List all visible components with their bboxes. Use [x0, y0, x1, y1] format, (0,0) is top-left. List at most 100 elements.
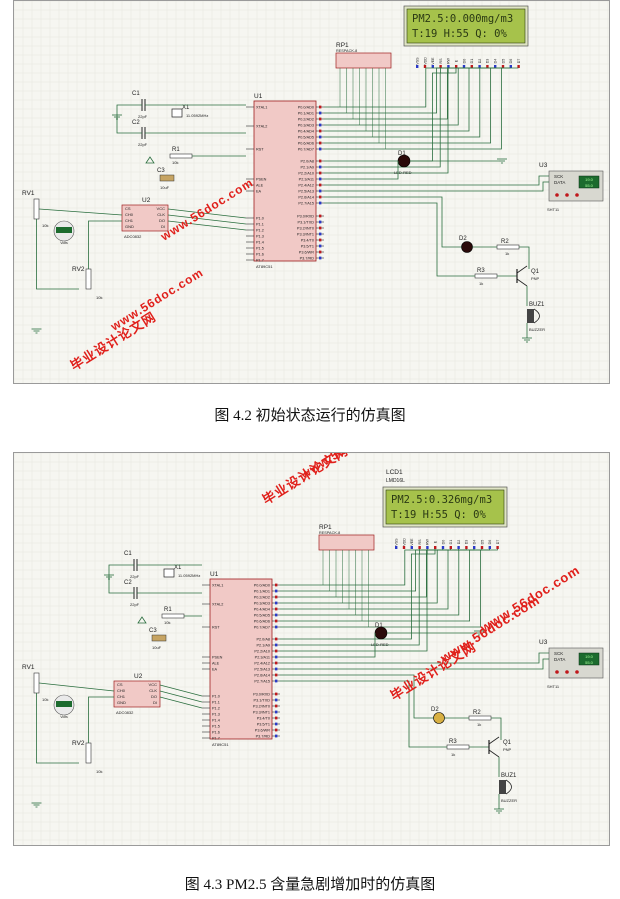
pin-state-marker [319, 159, 322, 163]
u1-port-pin-label: P2.1/A9 [256, 644, 270, 648]
u1-p1-pin-label: P1.2 [212, 707, 220, 711]
pin-state-marker [319, 105, 322, 109]
pin-state-marker [275, 637, 278, 641]
u1-p1-pin-label: P1.2 [256, 229, 264, 233]
lcd-pin-label: VDD [423, 57, 427, 65]
u1-p1-pin-label: P1.0 [256, 217, 264, 221]
lcd-line-2: T:19 H:55 Q: 0% [412, 28, 508, 40]
rv2-value: 10k [96, 769, 102, 774]
capacitor-c3 [159, 174, 175, 182]
data-bus-wire [280, 549, 444, 586]
lcd-pin-label: D3 [486, 59, 490, 64]
led-icon [433, 712, 445, 724]
adc-wire [167, 214, 247, 225]
lcd-pin-label: VEE [410, 538, 414, 546]
control-wire [280, 549, 436, 652]
lcd-pin-label: D1 [470, 59, 474, 64]
u1-pin-label: ALE [256, 184, 264, 188]
rv2-value: 10k [96, 295, 102, 300]
c2-value: 22pF [130, 602, 140, 607]
pin-state-marker [275, 595, 278, 599]
u1-port-pin-label: P3.6/WR [299, 251, 314, 255]
adc-wire [167, 208, 247, 219]
sht11-model-label: SHT11 [547, 684, 560, 689]
u2-label: U2 [142, 197, 151, 204]
x1-value: 11.0592MHz [186, 113, 208, 118]
sht11-button-icon [555, 193, 559, 197]
lcd-pin-marker [509, 65, 512, 68]
rv2-label: RV2 [72, 740, 85, 747]
u1-port-pin-label: P3.4/T0 [301, 239, 314, 243]
transistor-icon [516, 278, 528, 287]
u1-port-pin-label: P2.5/A13 [298, 190, 314, 194]
resistor-r2 [496, 244, 520, 250]
schematic-2: PM2.5:0.326mg/m3T:19 H:55 Q: 0%LCD1LMD16… [14, 453, 609, 845]
pin-state-marker [275, 619, 278, 623]
lcd-pin-marker [431, 65, 434, 68]
voltmeter-display [56, 227, 72, 233]
lcd-pin-label: D0 [441, 540, 445, 545]
pin-state-marker [319, 129, 322, 133]
data-bus-wire [324, 67, 472, 114]
r1-value: 10k [164, 620, 170, 625]
pin-state-marker [319, 123, 322, 127]
sht11-humidity-value: 55.0 [585, 183, 594, 188]
u1-port-pin-label: P2.0/A8 [256, 638, 270, 642]
lcd-pin-label: D4 [473, 540, 477, 545]
sht11-display [578, 652, 600, 666]
r3-label: R3 [477, 268, 485, 274]
lcd-pin-marker [478, 65, 481, 68]
data-bus-wire [280, 549, 467, 604]
u1-port-pin-label: P2.5/A13 [254, 668, 270, 672]
u1-port-pin-label: P3.0/RXD [253, 693, 270, 697]
pin-state-marker [275, 698, 278, 702]
r3-wire [280, 680, 447, 748]
u1-port-pin-label: P3.5/T1 [257, 723, 270, 727]
u1-port-pin-label: P3.4/T0 [257, 717, 270, 721]
d2-wire [280, 674, 434, 719]
u3-label: U3 [539, 639, 548, 646]
buz1-label: BUZ1 [529, 302, 545, 308]
pin-state-marker [319, 220, 322, 224]
pin-state-marker [275, 613, 278, 617]
sht11-display [578, 175, 600, 189]
r1-label: R1 [164, 607, 172, 613]
u1-p1-pin-label: P1.6 [256, 253, 264, 257]
x1-value: 11.0592MHz [178, 573, 200, 578]
u2-pin-label: CH1 [117, 694, 126, 699]
c2-value: 22pF [138, 142, 148, 147]
lcd-pin-marker [434, 546, 437, 549]
u1-port-pin-label: P0.0/AD0 [298, 106, 314, 110]
u1-model-label: AT89C51 [212, 742, 229, 747]
u1-pin-label: PSEN [256, 178, 267, 182]
lcd-pin-label: D5 [501, 59, 505, 64]
u1-port-pin-label: P2.3/A11 [255, 656, 270, 660]
u1-label: U1 [210, 571, 219, 578]
sht11-temp-value: 19.0 [585, 654, 594, 659]
u2-pin-label: DO [151, 694, 157, 699]
lcd-pin-label: RS [418, 539, 422, 545]
rv1-label: RV1 [22, 190, 35, 197]
pin-state-marker [275, 734, 278, 738]
u1-port-pin-label: P3.3/INT1 [297, 233, 314, 237]
r1-value: 10k [172, 160, 178, 165]
u1-port-pin-label: P0.0/AD0 [254, 584, 270, 588]
sht11-model-label: SHT11 [547, 207, 560, 212]
pin-state-marker [319, 195, 322, 199]
u1-port-pin-label: P0.2/AD2 [254, 596, 270, 600]
pin-state-marker [319, 226, 322, 230]
data-bus-wire [324, 67, 495, 132]
rv1-label: RV1 [22, 664, 35, 671]
r1-label: R1 [172, 147, 180, 153]
rp1-model-label: RESPACK-8 [336, 49, 357, 53]
c2-label: C2 [132, 120, 140, 126]
u2-pin-label: DI [153, 700, 157, 705]
lcd-pin-label: RS [439, 58, 443, 64]
lcd-pin-marker [423, 65, 427, 68]
q1-label: Q1 [531, 269, 540, 275]
u1-pin-label: PSEN [212, 656, 223, 660]
u1-p1-pin-label: P1.1 [256, 223, 264, 227]
lcd-pin-marker [465, 546, 468, 549]
u2-pin-label: CS [125, 206, 131, 211]
